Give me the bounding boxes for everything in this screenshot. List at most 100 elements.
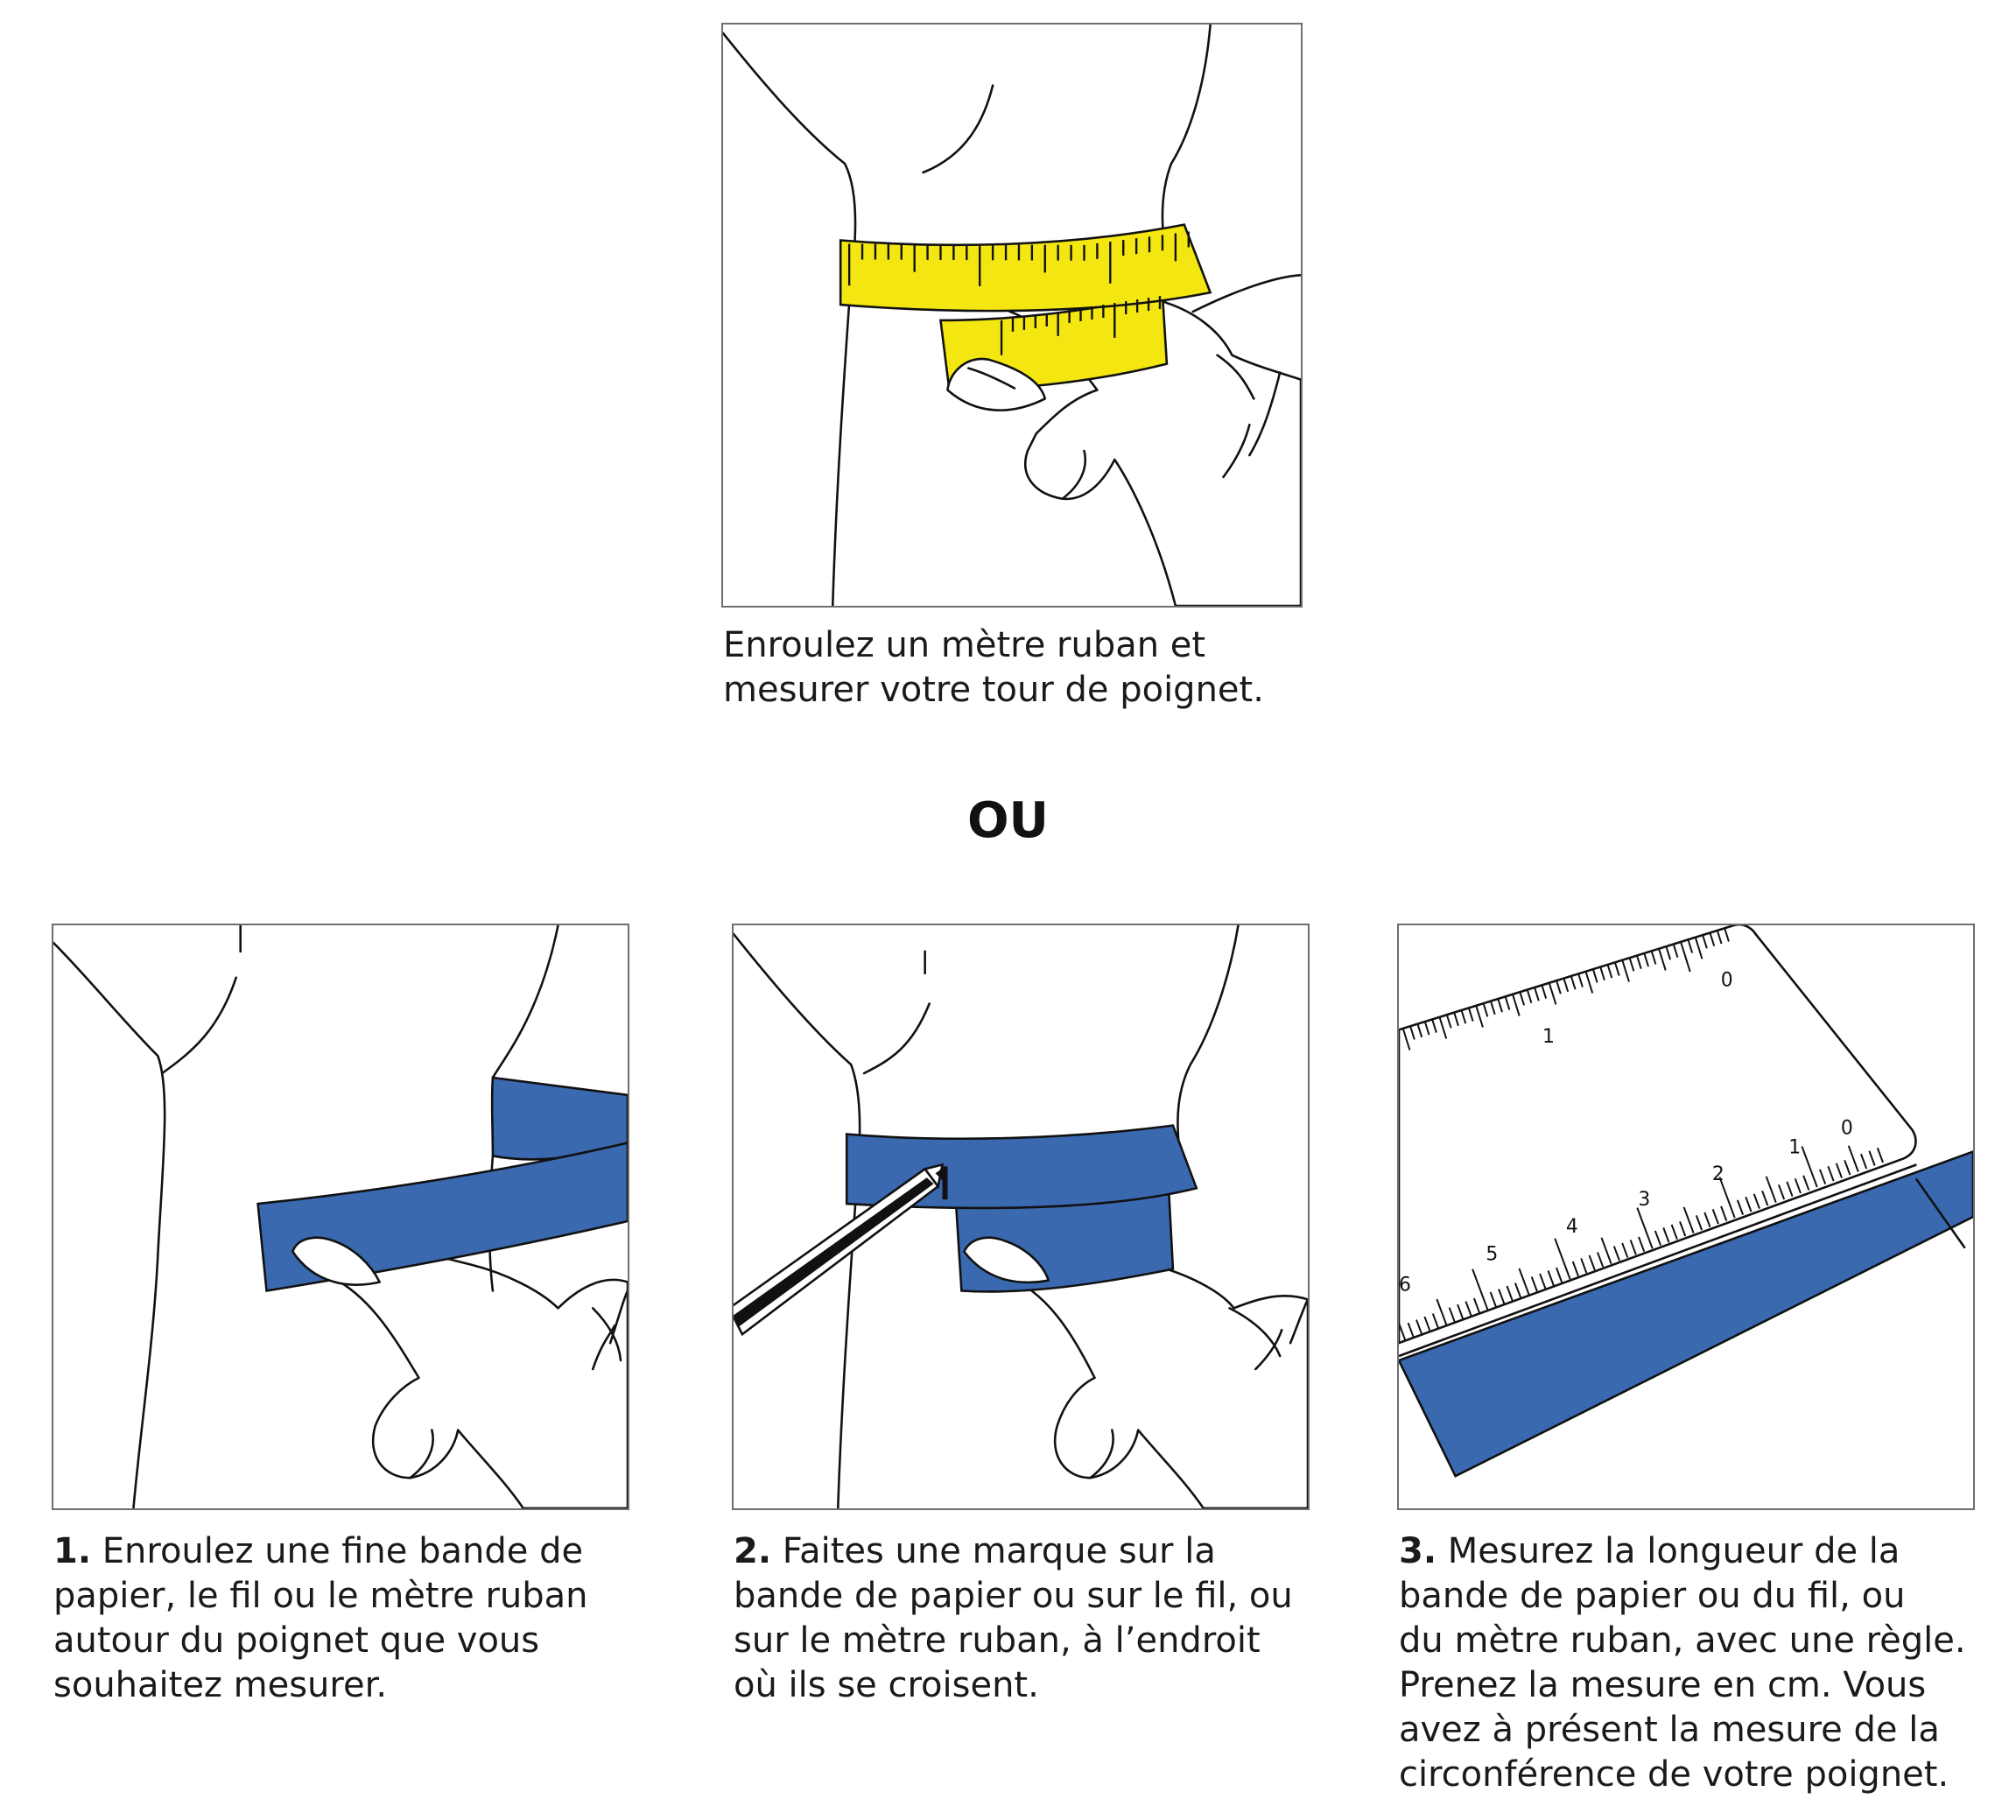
ruler-tick bbox=[1530, 1276, 1538, 1292]
ruler-tick bbox=[1606, 964, 1613, 979]
ruler-tick bbox=[1694, 937, 1703, 959]
ruler-tick bbox=[1453, 1012, 1459, 1027]
ruler-tick bbox=[1599, 966, 1605, 981]
ruler-tick bbox=[1736, 1199, 1745, 1215]
ruler-strip bbox=[1399, 1150, 1973, 1478]
ruler-tick bbox=[1672, 944, 1679, 959]
ruler-tick bbox=[1636, 955, 1642, 970]
ruler-tick bbox=[1613, 962, 1620, 976]
ruler-tick bbox=[1445, 1014, 1452, 1029]
ruler-tick bbox=[1597, 1252, 1605, 1268]
ruler-tick bbox=[1802, 1175, 1810, 1191]
tape-upper bbox=[839, 223, 1212, 313]
ruler-tick bbox=[1827, 1165, 1835, 1182]
step-2-caption: 2. Faites une marque sur la bande de pap… bbox=[734, 1531, 1293, 1705]
ruler-tick bbox=[1506, 1285, 1514, 1302]
ruler-tick bbox=[1621, 959, 1630, 982]
ruler-tick bbox=[1679, 1221, 1687, 1237]
ruler-tick bbox=[1519, 991, 1526, 1006]
ruler-tick bbox=[1665, 945, 1672, 960]
ruler-tick bbox=[1580, 1258, 1588, 1274]
ruler-tick bbox=[1600, 1237, 1612, 1265]
ruler-tick bbox=[1687, 939, 1694, 953]
ruler-tick bbox=[1638, 1236, 1646, 1253]
ruler-tick bbox=[1467, 1008, 1474, 1022]
ruler-top-label: 0 bbox=[1721, 970, 1733, 992]
ruler-tick bbox=[1423, 1316, 1431, 1332]
ruler-tick bbox=[1563, 978, 1570, 993]
ruler-tick bbox=[1436, 1298, 1448, 1326]
ruler-tick bbox=[1482, 1002, 1489, 1017]
ruler-tick bbox=[1860, 1153, 1868, 1170]
ruler-tick bbox=[1876, 1147, 1884, 1163]
ruler-tick bbox=[1438, 1016, 1448, 1039]
ruler-tick bbox=[1636, 1207, 1654, 1249]
ruler-tick bbox=[1556, 1267, 1563, 1283]
ruler-tick bbox=[1819, 1169, 1827, 1184]
ruler-tick bbox=[1526, 989, 1533, 1004]
pencil-icon bbox=[734, 1163, 945, 1337]
ruler-bottom-label: 6 bbox=[1399, 1274, 1411, 1296]
ruler-tick bbox=[1518, 1268, 1530, 1296]
ruler-tick bbox=[1472, 1297, 1481, 1314]
ruler-tick bbox=[1547, 1270, 1555, 1286]
or-label: OU bbox=[966, 792, 1050, 849]
ruler-tick bbox=[1682, 1206, 1695, 1234]
ruler-tick bbox=[1409, 1025, 1415, 1040]
ruler-bottom-label: 0 bbox=[1841, 1118, 1853, 1140]
ruler-tick bbox=[1835, 1163, 1843, 1178]
ruler-tick bbox=[1465, 1301, 1472, 1317]
step-3-caption: 3. Mesurez la longueur de la bande de pa… bbox=[1399, 1531, 1966, 1795]
ruler-tick bbox=[1490, 1001, 1496, 1015]
ruler-tick bbox=[1628, 957, 1635, 972]
ruler-tick bbox=[1716, 930, 1723, 945]
step-1-caption: 1. Enroulez une fine bande de papier, le… bbox=[53, 1531, 588, 1705]
ruler-tick bbox=[1643, 952, 1649, 967]
ruler-tick bbox=[1745, 1197, 1753, 1212]
top-caption: Enroulez un mètre ruban et mesurer votre… bbox=[723, 625, 1264, 710]
ruler-tick bbox=[1431, 1019, 1437, 1033]
ruler-tick bbox=[1570, 975, 1577, 990]
ruler-bottom-label: 1 bbox=[1788, 1136, 1801, 1158]
ruler-tick bbox=[1415, 1319, 1423, 1335]
ruler-tick bbox=[1571, 1261, 1579, 1277]
step-2-panel bbox=[732, 924, 1310, 1510]
tape-measure-panel bbox=[721, 23, 1303, 608]
ruler-bottom-label: 2 bbox=[1712, 1163, 1724, 1185]
ruler-tick bbox=[1448, 1307, 1456, 1323]
ruler-tick bbox=[1680, 941, 1691, 973]
ruler-tick bbox=[1423, 1021, 1430, 1036]
ruler-bottom-label: 3 bbox=[1638, 1189, 1650, 1211]
ruler-tick bbox=[1650, 951, 1657, 965]
ruler-tick bbox=[1548, 982, 1557, 1005]
ruler-tick bbox=[1702, 934, 1708, 949]
ruler-tick bbox=[1504, 996, 1511, 1010]
ruler-tick bbox=[1718, 1177, 1736, 1219]
ruler-tick bbox=[1724, 928, 1730, 942]
ruler-bottom-label: 5 bbox=[1486, 1244, 1498, 1266]
ruler-tick bbox=[1512, 994, 1521, 1016]
ruler-tick bbox=[1588, 1254, 1596, 1271]
ruler-tick bbox=[1534, 987, 1540, 1001]
ruler-tick bbox=[1786, 1181, 1794, 1197]
ruler-tick bbox=[1777, 1184, 1786, 1200]
ruler-tick bbox=[1868, 1150, 1876, 1166]
ruler-tick bbox=[1554, 1238, 1571, 1280]
ruler-tick bbox=[1612, 1246, 1620, 1261]
ruler-tick bbox=[1711, 1209, 1719, 1225]
ruler-tick bbox=[1460, 1009, 1467, 1024]
ruler-tick bbox=[1709, 932, 1716, 946]
ruler-tick bbox=[1629, 1240, 1637, 1255]
ruler-tick bbox=[1847, 1145, 1859, 1172]
ruler-tick bbox=[1654, 1230, 1661, 1247]
ruler-tick bbox=[1556, 980, 1562, 994]
ruler-tick bbox=[1695, 1215, 1703, 1231]
ruler-tick bbox=[1431, 1313, 1440, 1329]
ruler-tick bbox=[1399, 1320, 1407, 1341]
ruler-tick bbox=[1765, 1176, 1777, 1203]
ruler-tick bbox=[1670, 1224, 1678, 1240]
ruler-tick bbox=[1514, 1282, 1522, 1298]
ruler-tick bbox=[1475, 1005, 1484, 1028]
